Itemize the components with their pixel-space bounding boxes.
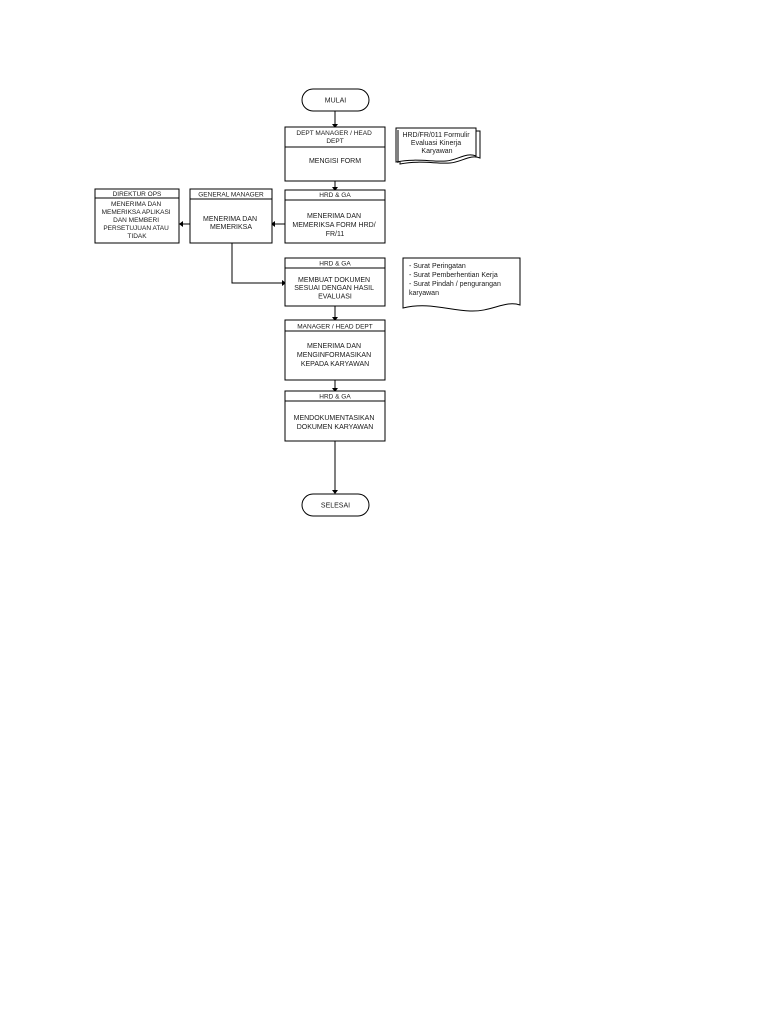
step-general-manager-body: MENERIMA DAN MEMERIKSA (203, 216, 259, 231)
step-hrd-archive-header: HRD & GA (319, 394, 351, 401)
document-output-label: - Surat Peringatan - Surat Pemberhentian… (409, 263, 503, 297)
step-dept-manager-body: MENGISI FORM (309, 158, 361, 165)
document-output: - Surat Peringatan - Surat Pemberhentian… (402, 257, 521, 312)
step-general-manager-box (189, 188, 273, 244)
end-terminal-shape (301, 493, 370, 517)
document-output-shape (402, 257, 521, 312)
start-terminal: MULAI (301, 88, 370, 112)
step-manager-inform-box (284, 319, 386, 381)
step-hrd-archive-body: MENDOKUMENTASIKAN DOKUMEN KARYAWAN (294, 415, 377, 431)
step-hrd-document: HRD & GA MEMBUAT DOKUMEN SESUAI DENGAN H… (284, 257, 386, 307)
step-general-manager: GENERAL MANAGER MENERIMA DAN MEMERIKSA (189, 188, 273, 244)
arrowheads (179, 124, 338, 494)
arrowhead-right (282, 280, 286, 286)
step-manager-inform-header: MANAGER / HEAD DEPT (297, 324, 373, 331)
step-hrd-document-body: MEMBUAT DOKUMEN SESUAI DENGAN HASIL EVAL… (294, 277, 375, 301)
step-dept-manager: DEPT MANAGER / HEAD DEPT MENGISI FORM (284, 126, 386, 182)
step-hrd-review-box (284, 189, 386, 244)
step-direktur-ops: DIREKTUR OPS MENERIMA DAN MEMERIKSA APLI… (94, 188, 180, 244)
document-form: HRD/FR/011 Formulir Evaluasi Kinerja Kar… (395, 127, 481, 165)
start-terminal-shape (301, 88, 370, 112)
step-general-manager-header: GENERAL MANAGER (198, 192, 264, 199)
step-hrd-document-box (284, 257, 386, 307)
document-form-front-sheet (395, 127, 477, 163)
step-dept-manager-box (284, 126, 386, 182)
step-hrd-document-header: HRD & GA (319, 261, 351, 268)
document-form-label: HRD/FR/011 Formulir Evaluasi Kinerja Kar… (402, 132, 471, 155)
end-terminal: SELESAI (301, 493, 370, 517)
step-dept-manager-header: DEPT MANAGER / HEAD DEPT (296, 130, 373, 145)
step-direktur-ops-body: MENERIMA DAN MEMERIKSA APLIKASI DAN MEMB… (102, 201, 173, 240)
step-hrd-review-body: MENERIMA DAN MEMERIKSA FORM HRD/ FR/11 (292, 213, 377, 238)
connectors (180, 111, 336, 493)
arrowhead-down (332, 187, 338, 191)
step-manager-inform-body: MENERIMA DAN MENGINFORMASIKAN KEPADA KAR… (297, 343, 373, 368)
arrowhead-down (332, 388, 338, 392)
connector-gm-to-hrd-document (231, 243, 285, 284)
step-hrd-archive-box (284, 390, 386, 442)
arrowhead-left (179, 221, 183, 227)
arrowhead-left (271, 221, 275, 227)
step-direktur-ops-header: DIREKTUR OPS (113, 191, 162, 198)
step-manager-inform: MANAGER / HEAD DEPT MENERIMA DAN MENGINF… (284, 319, 386, 381)
arrowhead-down (332, 124, 338, 128)
step-hrd-archive: HRD & GA MENDOKUMENTASIKAN DOKUMEN KARYA… (284, 390, 386, 442)
arrowhead-down (332, 490, 338, 494)
arrowhead-down (332, 317, 338, 321)
step-hrd-review-header: HRD & GA (319, 192, 351, 199)
start-terminal-label: MULAI (325, 98, 346, 105)
step-hrd-review: HRD & GA MENERIMA DAN MEMERIKSA FORM HRD… (284, 189, 386, 244)
end-terminal-label: SELESAI (321, 503, 350, 510)
